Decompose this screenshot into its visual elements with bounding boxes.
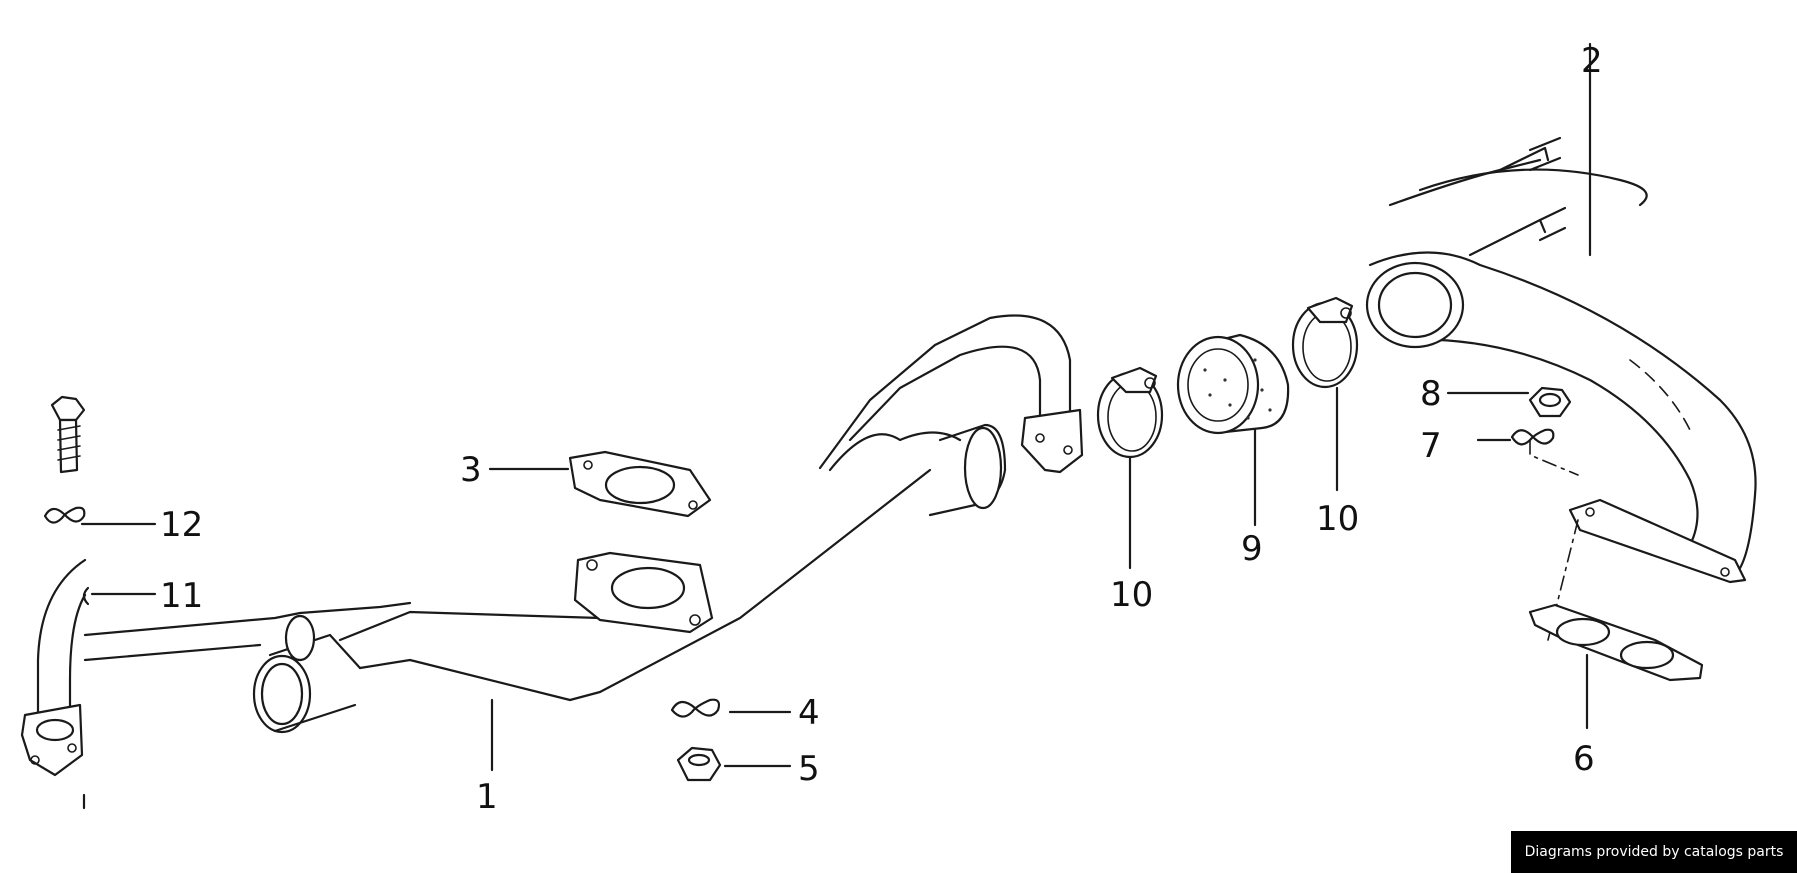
part-10-hose-clamp-left: [1096, 366, 1164, 459]
callout-2: 2: [1581, 41, 1603, 81]
callout-4: 4: [798, 693, 820, 733]
callout-12: 12: [160, 505, 203, 545]
part-9-connector-sleeve: [1176, 333, 1290, 435]
callout-7: 7: [1420, 426, 1442, 466]
leader-lines: [80, 386, 1589, 810]
callout-3: 3: [460, 450, 482, 490]
hex-bolt: [50, 395, 86, 474]
callout-10-right: 10: [1316, 499, 1359, 539]
part-3-flange-gasket: [568, 450, 712, 518]
part-4-lock-washer: [670, 698, 721, 718]
callout-10-left: 10: [1110, 575, 1153, 615]
callout-9: 9: [1241, 529, 1263, 569]
part-7-lock-washer: [1510, 428, 1555, 446]
callout-6: 6: [1573, 739, 1595, 779]
part-5-hex-nut: [676, 746, 722, 782]
part-6-double-port-gasket: [1528, 603, 1704, 682]
part-12-lock-washer: [43, 506, 86, 524]
callout-1: 1: [476, 777, 498, 817]
part-11-clip: [82, 586, 90, 606]
callout-11: 11: [160, 576, 203, 616]
part-10-hose-clamp-right: [1291, 296, 1359, 389]
callout-8: 8: [1420, 374, 1442, 414]
part-1-front-y-pipe: [20, 314, 1084, 777]
callout-5: 5: [798, 749, 820, 789]
part-2-heat-exchanger: [1365, 42, 1757, 641]
part-8-hex-nut: [1528, 386, 1572, 418]
diagram-credit-banner: Diagrams provided by catalogs parts: [1511, 831, 1797, 873]
